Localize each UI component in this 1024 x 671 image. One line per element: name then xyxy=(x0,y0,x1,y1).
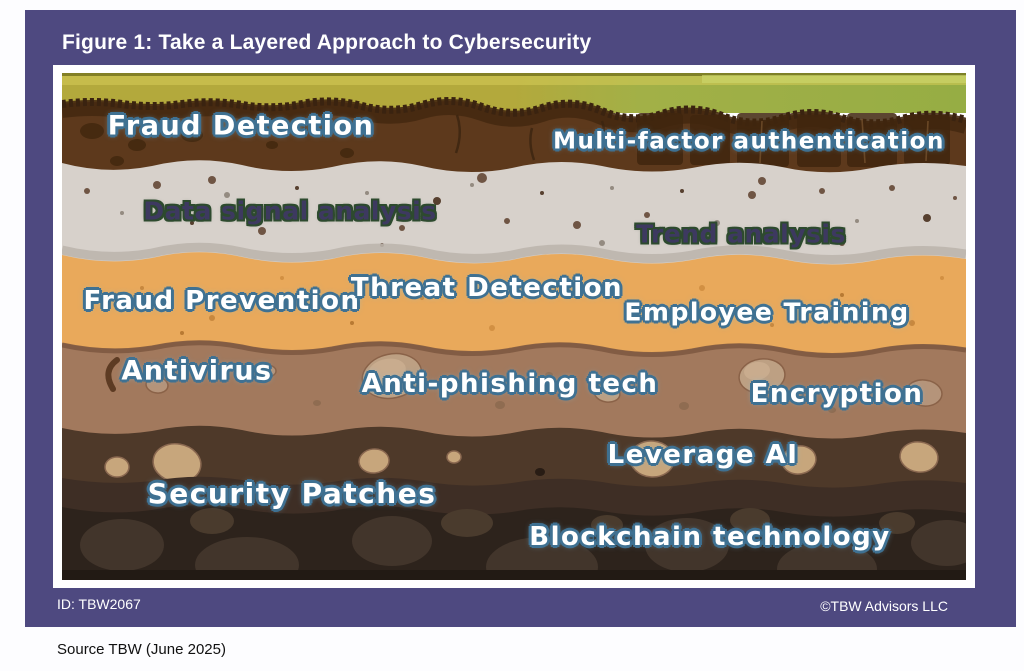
figure-frame: Figure 1: Take a Layered Approach to Cyb… xyxy=(25,10,1016,627)
soil-art-svg xyxy=(62,73,966,580)
illustration-panel: Fraud Detection Multi-factor authenticat… xyxy=(53,65,975,588)
figure-id: ID: TBW2067 xyxy=(57,596,141,612)
soil-illustration: Fraud Detection Multi-factor authenticat… xyxy=(62,73,966,580)
figure-title: Figure 1: Take a Layered Approach to Cyb… xyxy=(62,31,592,54)
label-blockchain-technology: Blockchain technology xyxy=(529,522,891,552)
label-threat-detection: Threat Detection xyxy=(350,273,624,303)
label-leverage-ai: Leverage AI xyxy=(607,440,799,470)
figure-copyright: ©TBW Advisors LLC xyxy=(820,598,948,614)
label-anti-phishing-tech: Anti-phishing tech xyxy=(361,369,659,399)
label-encryption: Encryption xyxy=(750,379,924,409)
label-trend-analysis: Trend analysis xyxy=(636,219,846,249)
label-multi-factor-authentication: Multi-factor authentication xyxy=(553,128,945,155)
label-fraud-prevention: Fraud Prevention xyxy=(83,286,361,316)
label-security-patches: Security Patches xyxy=(147,477,437,510)
layer-bedrock xyxy=(62,505,966,580)
label-data-signal-analysis: Data signal analysis xyxy=(143,196,437,226)
label-fraud-detection: Fraud Detection xyxy=(107,110,375,142)
source-caption: Source TBW (June 2025) xyxy=(57,641,226,658)
label-antivirus: Antivirus xyxy=(121,355,273,387)
label-employee-training: Employee Training xyxy=(624,297,910,327)
